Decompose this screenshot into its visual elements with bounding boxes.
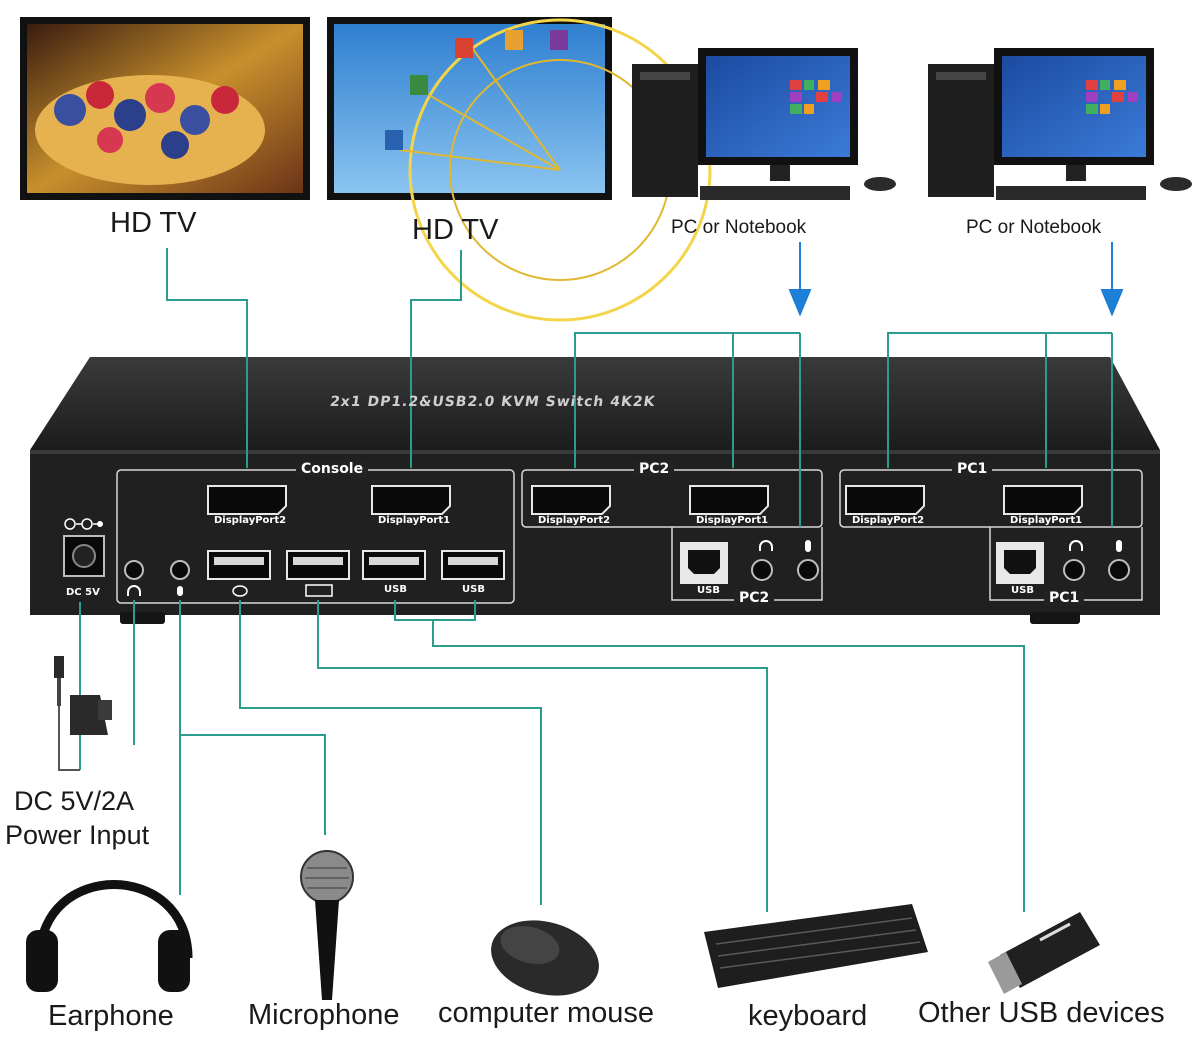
hdtv-2-label: HD TV <box>412 214 499 246</box>
peripheral-cable-lines <box>79 600 1025 912</box>
microphone-image <box>300 850 354 1000</box>
dc-port-label: DC 5V <box>66 587 100 598</box>
pc1-dp2-label: DisplayPort2 <box>852 515 925 526</box>
hdtv-1-label: HD TV <box>110 207 197 239</box>
power-input-line2: Power Input <box>5 820 150 850</box>
kvm-switch-body <box>30 357 1160 624</box>
earphone-image <box>26 880 193 992</box>
pc1-cable-lines <box>887 332 1113 527</box>
pc2-dp2-label: DisplayPort2 <box>538 515 611 526</box>
pc-input-arrows <box>788 242 1124 317</box>
console-dp2-label: DisplayPort2 <box>214 515 287 526</box>
displayport-connectors <box>207 485 1083 515</box>
keyboard-label: keyboard <box>748 1000 868 1032</box>
earphone-label: Earphone <box>48 1000 174 1032</box>
console-dp1-label: DisplayPort1 <box>378 515 451 526</box>
panel-mic-icon <box>177 540 1122 596</box>
console-usb-label-2: USB <box>462 584 485 595</box>
pc1-usb-label: USB <box>1011 585 1034 596</box>
usb-a-ports <box>207 550 505 580</box>
console-cable-lines <box>166 248 462 468</box>
other-usb-devices-label: Other USB devices <box>918 997 1165 1029</box>
microphone-label: Microphone <box>248 999 400 1031</box>
pc1-sub-label: PC1 <box>1044 590 1085 606</box>
switch-title: 2x1 DP1.2&USB2.0 KVM Switch 4K2K <box>328 394 657 410</box>
pc1-group-label: PC1 <box>952 461 993 477</box>
pc-2-image <box>928 48 1192 200</box>
pc2-sub-label: PC2 <box>734 590 775 606</box>
pc2-cable-lines <box>574 332 801 527</box>
panel-keyboard-icon <box>305 584 333 597</box>
panel-headphone-icon <box>127 540 1083 596</box>
computer-mouse-image <box>491 920 599 996</box>
computer-mouse-label: computer mouse <box>438 997 654 1029</box>
usb-flash-drive-image <box>988 912 1100 994</box>
usb-b-ports <box>680 542 1044 584</box>
pc-2-label: PC or Notebook <box>966 217 1102 238</box>
console-group-label: Console <box>296 461 369 477</box>
dc-power-jack <box>63 518 105 577</box>
pc-1-image <box>632 48 896 200</box>
hdtv-1-image <box>20 17 310 200</box>
power-input-line1: DC 5V/2A <box>14 786 135 816</box>
pc2-dp1-label: DisplayPort1 <box>696 515 769 526</box>
console-usb-label-1: USB <box>384 584 407 595</box>
pc2-group-label: PC2 <box>634 461 675 477</box>
pc-1-label: PC or Notebook <box>671 217 807 238</box>
hdtv-2-image <box>327 17 712 322</box>
pc2-usb-label: USB <box>697 585 720 596</box>
audio-jacks <box>124 559 1130 581</box>
power-adapter-image <box>54 656 112 771</box>
keyboard-image <box>704 904 928 988</box>
panel-mouse-icon <box>232 585 248 597</box>
pc1-dp1-label: DisplayPort1 <box>1010 515 1083 526</box>
